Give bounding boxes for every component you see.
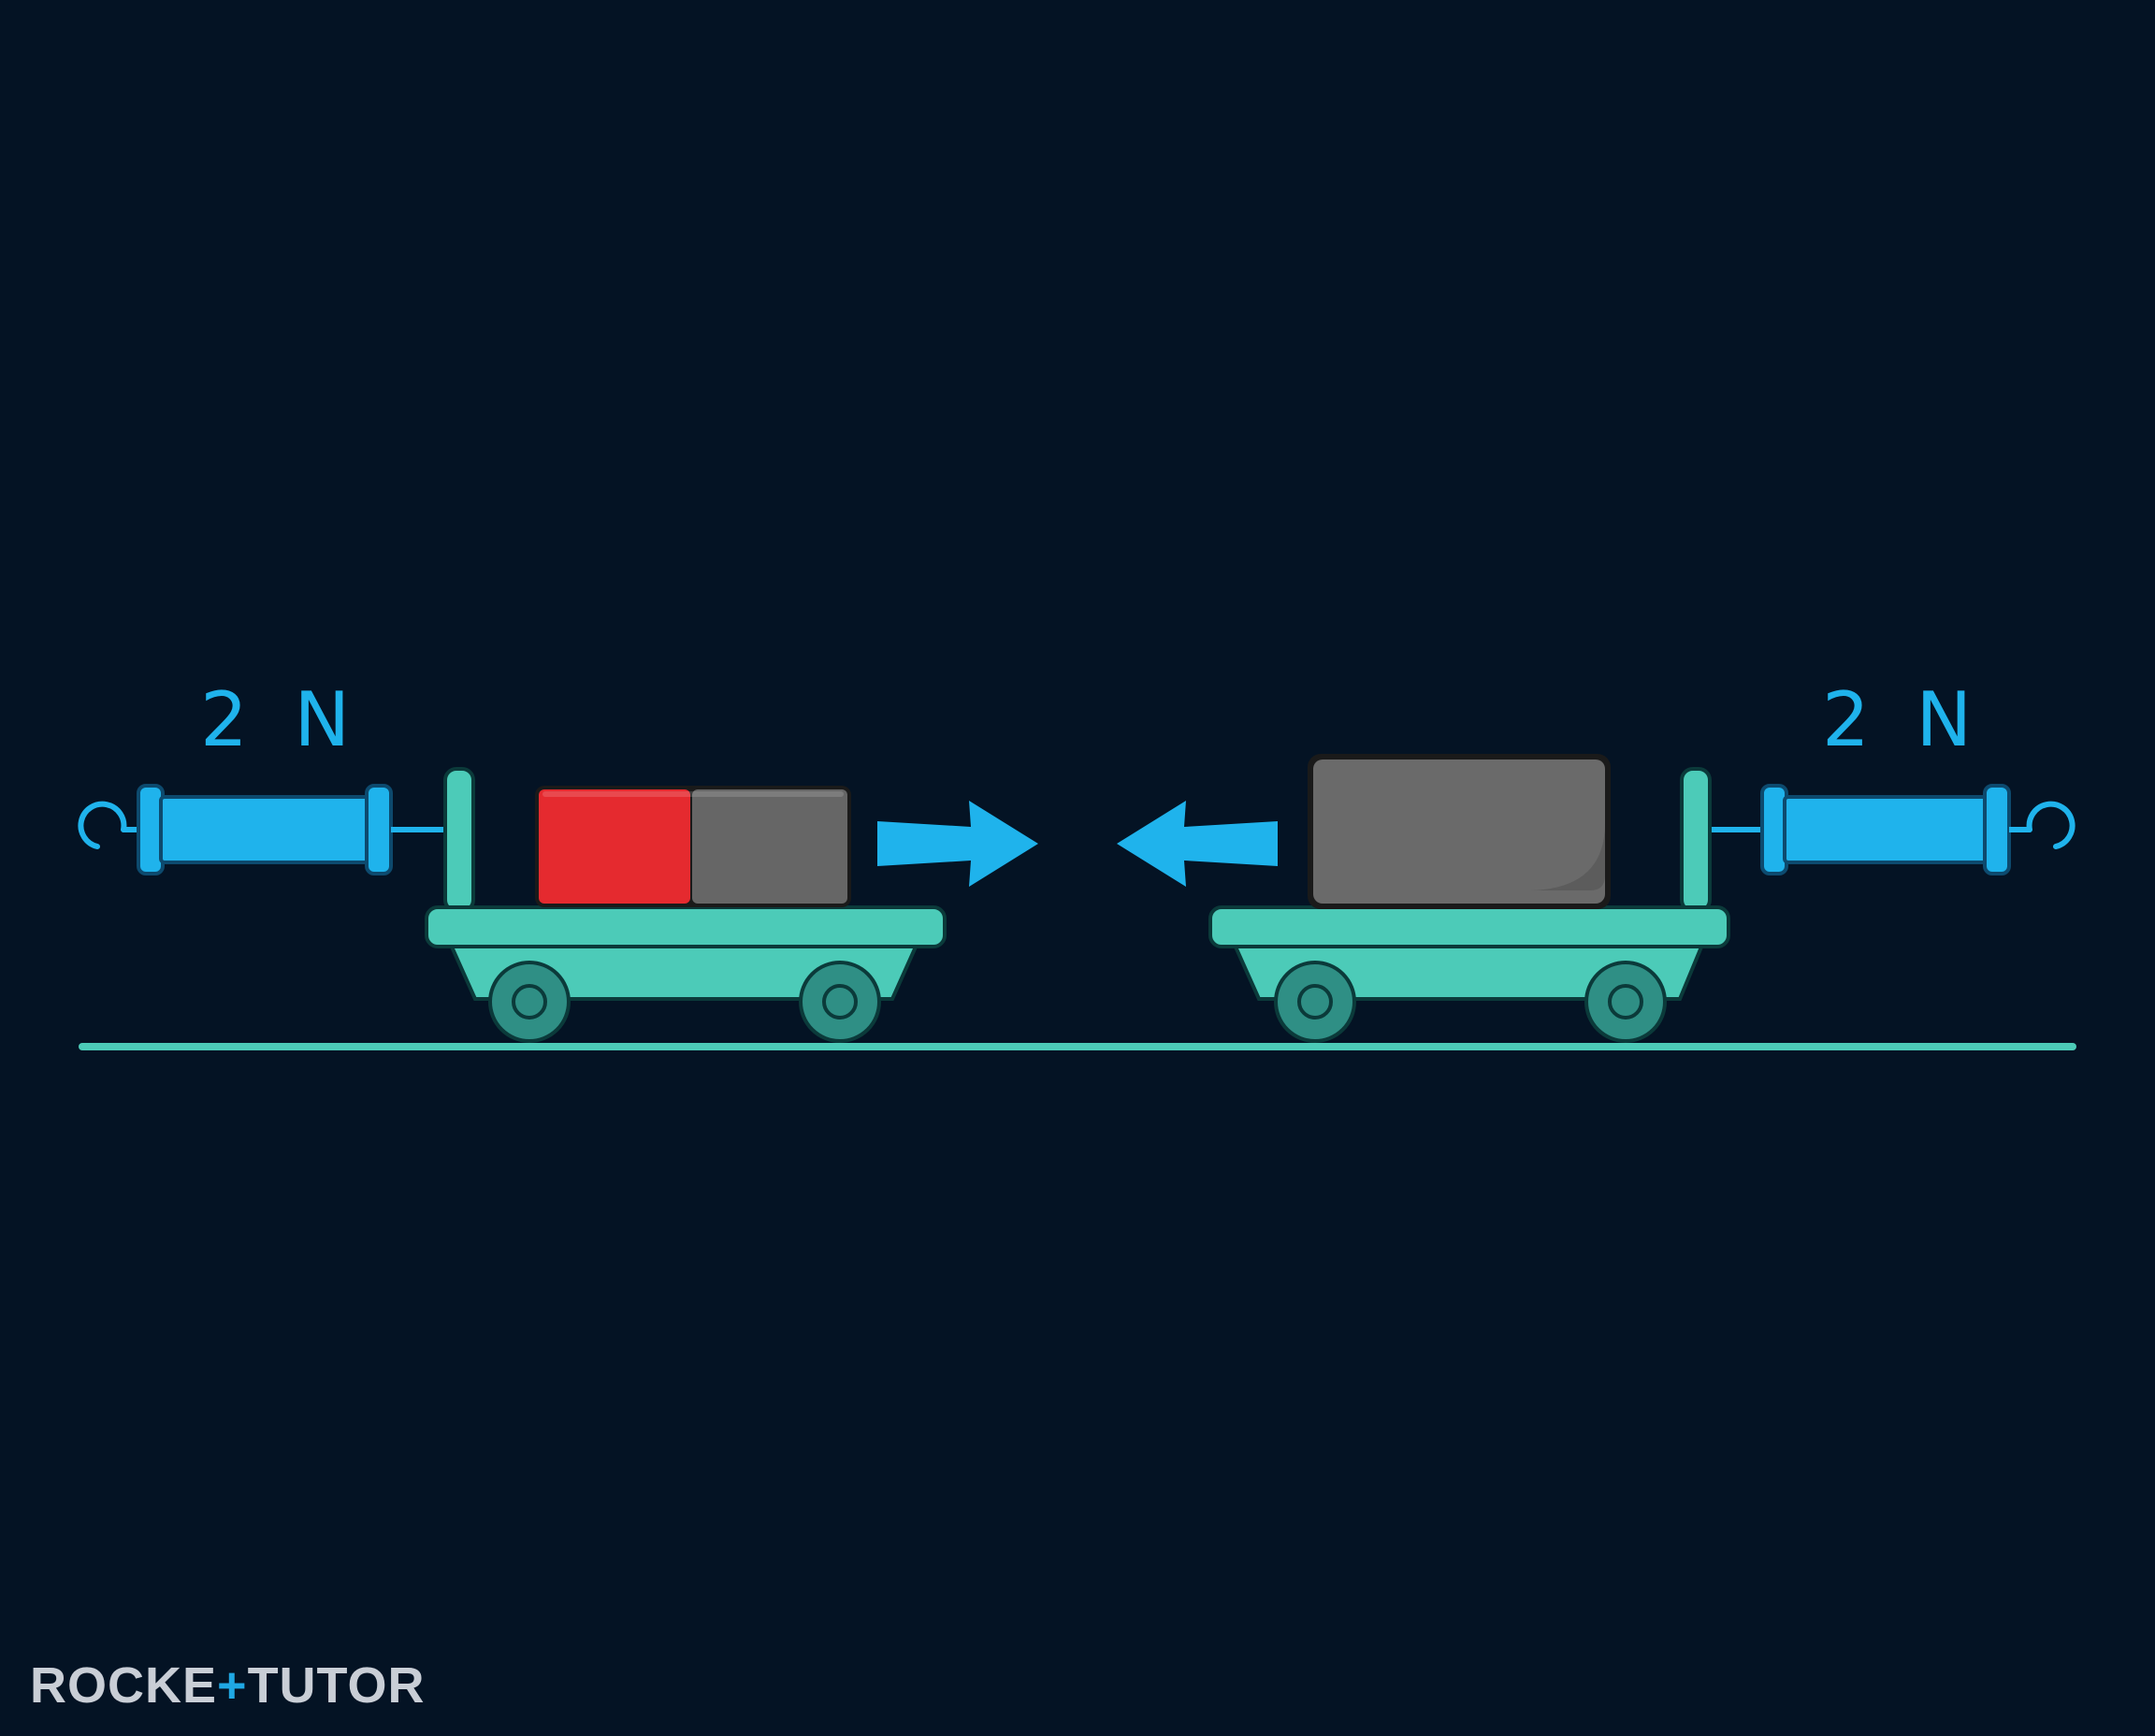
right-scale-cap-right bbox=[1983, 784, 2011, 875]
right-cart-wheel-front bbox=[1274, 961, 1356, 1043]
arrow-left bbox=[1117, 801, 1278, 887]
right-cart-platform bbox=[1208, 905, 1730, 948]
arrow-right bbox=[877, 801, 1038, 887]
gray-block-body bbox=[1313, 760, 1605, 904]
left-cart-platform bbox=[425, 905, 947, 948]
right-scale-hook bbox=[2026, 801, 2075, 849]
logo-text-part1: ROCKE bbox=[30, 1657, 218, 1714]
left-spring-scale bbox=[78, 784, 443, 875]
gray-block bbox=[1308, 754, 1611, 909]
right-scale-body bbox=[1783, 795, 1989, 864]
magnet-red-pole bbox=[539, 789, 690, 904]
left-scale-body bbox=[159, 795, 370, 864]
left-cart-wheel-rear bbox=[799, 961, 881, 1043]
magnet-gray-pole bbox=[692, 789, 847, 904]
magnet-highlight bbox=[542, 791, 844, 797]
right-spring-scale bbox=[1712, 784, 2075, 875]
right-cart-wheel-rear bbox=[1584, 961, 1667, 1043]
left-force-label: 2 N bbox=[200, 676, 362, 763]
gray-block-shade bbox=[1530, 823, 1605, 890]
logo-plus-icon: + bbox=[217, 1657, 248, 1714]
magnet bbox=[535, 786, 851, 907]
right-force-label: 2 N bbox=[1822, 676, 1984, 763]
left-cart-wheel-front bbox=[488, 961, 571, 1043]
left-cart-handle bbox=[443, 767, 475, 913]
left-scale-cap-right bbox=[365, 784, 393, 875]
left-cart bbox=[425, 767, 947, 1043]
right-cart-handle bbox=[1680, 767, 1712, 913]
left-scale-hook bbox=[78, 801, 127, 849]
logo-text-part2: TUTOR bbox=[247, 1657, 426, 1714]
right-cart bbox=[1208, 767, 1730, 1043]
brand-logo: ROCKE+TUTOR bbox=[30, 1657, 426, 1714]
